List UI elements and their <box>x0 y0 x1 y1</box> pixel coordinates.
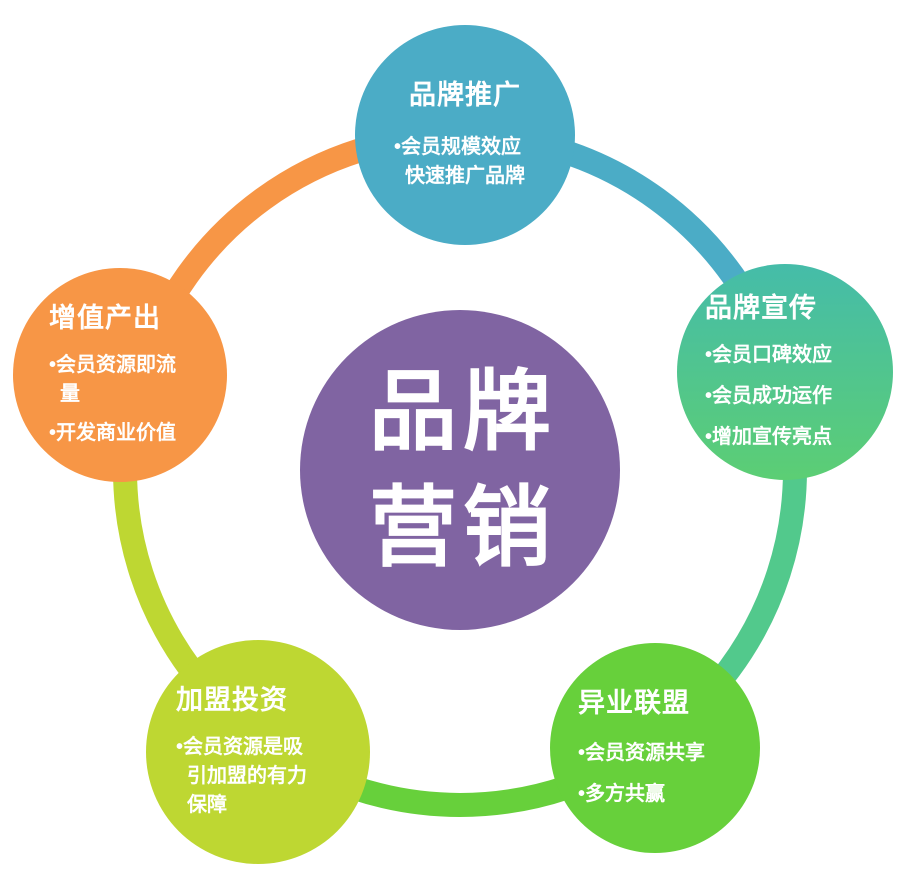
bullet-item: 开发商业价值 <box>49 419 183 448</box>
center-title-line-2: 营销 <box>368 478 557 577</box>
node-title-value-added-output: 增值产出 <box>49 302 161 333</box>
node-title-brand-publicity: 品牌宣传 <box>705 292 817 323</box>
bullet-item: 会员口碑效应 <box>705 341 881 370</box>
bullet-list-brand-promotion: 会员规模效应快速推广品牌 <box>394 125 536 191</box>
bullet-item: 会员规模效应快速推广品牌 <box>394 133 536 191</box>
bullet-item: 会员资源是吸引加盟的有力保障 <box>176 733 318 820</box>
node-title-brand-promotion: 品牌推广 <box>409 80 521 111</box>
node-franchise-investment: 加盟投资 会员资源是吸引加盟的有力保障 <box>146 640 370 864</box>
node-brand-promotion: 品牌推广 会员规模效应快速推广品牌 <box>355 25 575 245</box>
bullet-item: 会员资源共享 <box>578 739 750 768</box>
bullet-item: 会员资源即流量 <box>49 351 183 409</box>
bullet-list-value-added-output: 会员资源即流量 开发商业价值 <box>49 341 183 448</box>
bullet-item: 增加宣传亮点 <box>705 423 881 452</box>
node-cross-industry-alliance: 异业联盟 会员资源共享 多方共赢 <box>550 643 760 853</box>
node-title-cross-industry-alliance: 异业联盟 <box>578 688 690 719</box>
center-title-line-1: 品牌 <box>368 361 557 461</box>
bullet-list-brand-publicity: 会员口碑效应 会员成功运作 增加宣传亮点 <box>705 329 881 452</box>
bullet-item: 多方共赢 <box>578 780 750 809</box>
node-value-added-output: 增值产出 会员资源即流量 开发商业价值 <box>13 268 227 482</box>
bullet-item: 会员成功运作 <box>705 382 881 411</box>
bullet-list-franchise-investment: 会员资源是吸引加盟的有力保障 <box>176 725 318 820</box>
bullet-list-cross-industry-alliance: 会员资源共享 多方共赢 <box>578 727 750 809</box>
node-title-franchise-investment: 加盟投资 <box>176 684 288 715</box>
node-brand-publicity: 品牌宣传 会员口碑效应 会员成功运作 增加宣传亮点 <box>677 264 893 480</box>
node-brand-marketing-center: 品牌 营销 <box>300 310 620 630</box>
